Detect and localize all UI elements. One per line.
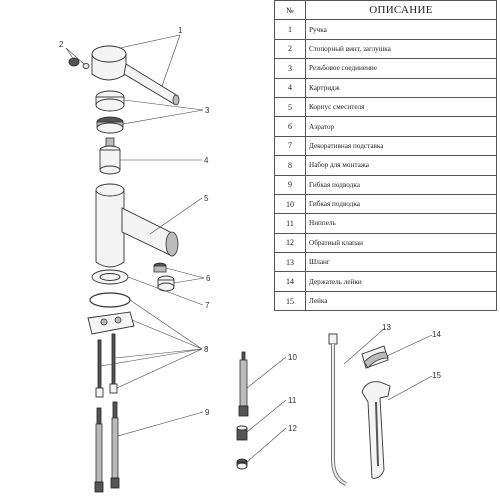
part-threaded-connection [95,90,125,134]
row-name: Резьбовое соединение [305,58,497,79]
part-aerator [153,262,175,292]
row-number: 15 [274,290,306,312]
part-flexible-hose-single [238,351,249,417]
parts-table-header: № ОПИСАНИЕ [274,0,497,21]
callout-7: 7 [205,301,210,310]
row-number: 6 [274,116,306,137]
row-number: 11 [274,213,306,234]
callout-6: 6 [206,274,211,283]
callout-8: 8 [204,345,209,354]
callout-9: 9 [205,408,210,417]
row-name: Картридж [305,77,497,98]
part-handle [91,45,180,106]
callout-labels: 1 2 3 4 5 6 7 8 9 10 11 12 13 14 15 [59,26,441,433]
part-decorative-base [91,269,129,285]
callout-12: 12 [288,424,297,433]
part-mounting-kit [87,292,135,398]
leader-lines [65,34,433,463]
row-number: 5 [274,96,306,118]
part-nipple [236,425,248,441]
callout-5: 5 [204,194,209,203]
row-number: 14 [274,271,306,292]
callout-10: 10 [288,353,297,362]
row-number: 7 [274,135,306,157]
callout-15: 15 [432,371,441,380]
row-number: 2 [274,38,306,60]
part-set-screw [68,57,90,69]
row-name: Лейка [305,290,497,312]
row-name: Обратный клапан [305,232,497,254]
row-name: Шланг [305,252,497,273]
callout-2: 2 [59,40,64,49]
callout-1: 1 [178,26,183,35]
part-cartridge [99,137,121,175]
row-name: Аэратор [305,116,497,137]
part-flexible-hoses [94,401,120,493]
callout-13: 13 [382,323,391,332]
row-name: Ниппель [305,213,497,234]
row-number: 4 [274,77,306,98]
part-shower-hose [328,333,347,486]
row-name: Ручка [305,19,497,40]
row-number: 3 [274,58,306,79]
row-number: 9 [274,174,306,195]
callout-3: 3 [205,106,210,115]
row-number: 10 [274,193,306,215]
row-number: 8 [274,155,306,176]
part-check-valve [236,458,248,470]
callout-14: 14 [432,330,441,339]
row-name: Стопорный винт, заглушка [305,38,497,60]
row-name: Декоративная подставка [305,135,497,157]
row-name: Корпус смесителя [305,96,497,118]
part-hand-shower [361,381,391,479]
callout-11: 11 [288,396,297,405]
row-name: Держатель лейки [305,271,497,292]
row-name: Гибкая подводка [305,193,497,215]
row-number: 12 [274,232,306,254]
part-shower-holder [361,345,389,369]
header-description: ОПИСАНИЕ [305,0,497,21]
part-mixer-body [95,183,179,268]
callout-4: 4 [204,156,209,165]
row-name: Набор для монтажа [305,155,497,176]
header-number: № [274,0,306,21]
row-number: 13 [274,252,306,273]
row-number: 1 [274,19,306,40]
row-name: Гибкая подводка [305,174,497,195]
